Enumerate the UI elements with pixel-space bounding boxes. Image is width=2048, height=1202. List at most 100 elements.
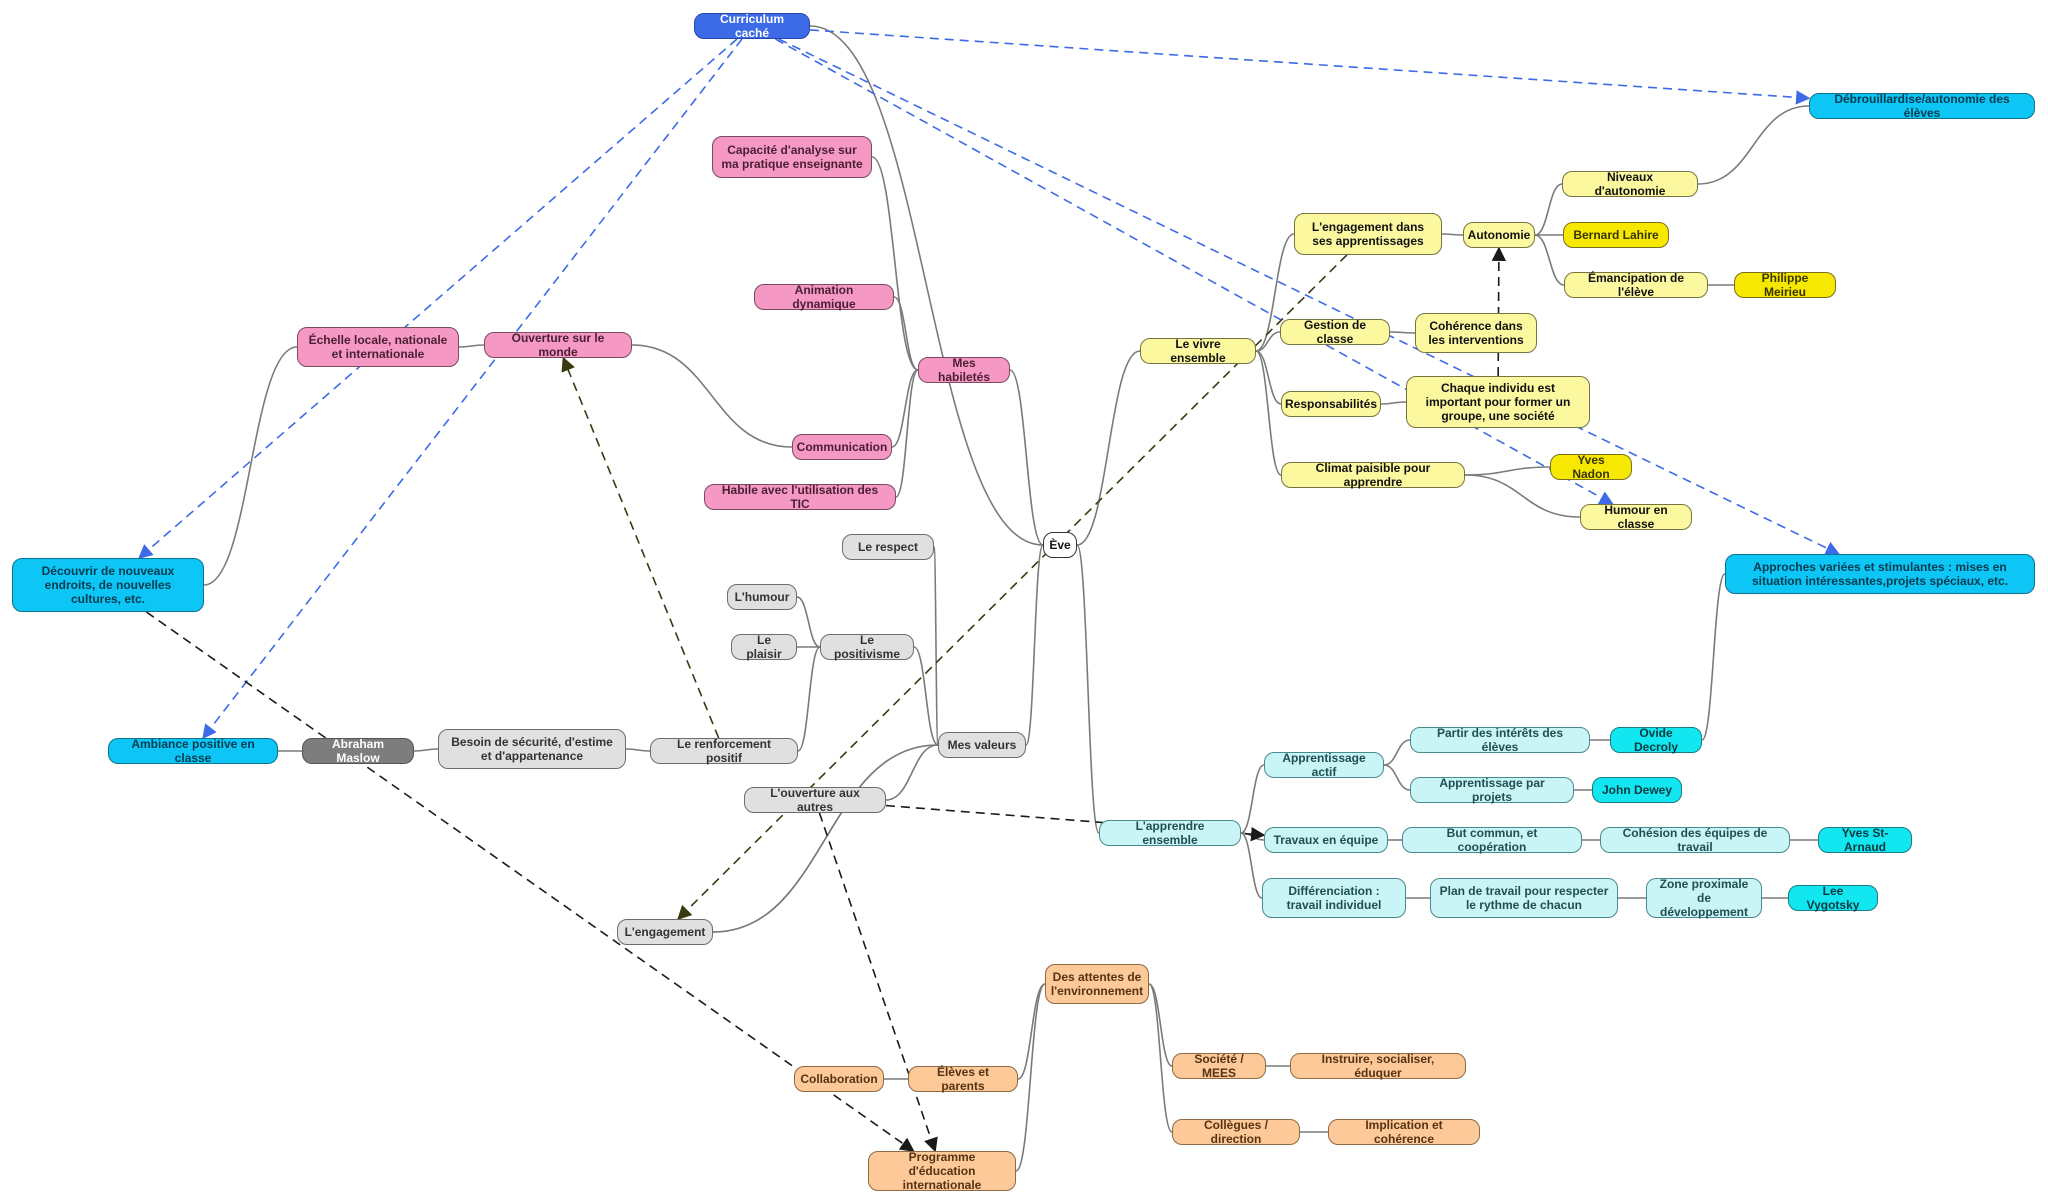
- node-collegues[interactable]: Collègues / direction: [1172, 1118, 1300, 1146]
- node-dewey[interactable]: John Dewey: [1592, 777, 1682, 803]
- link-tree-engagement-mes_valeurs: [712, 744, 939, 933]
- node-decroly[interactable]: Ovide Decroly: [1610, 726, 1702, 754]
- node-capacite[interactable]: Capacité d'analyse sur ma pratique ensei…: [712, 136, 872, 178]
- link-tree-climat-nadon: [1464, 466, 1551, 476]
- node-apprentissage-actif[interactable]: Apprentissage actif: [1264, 751, 1384, 779]
- node-travaux-equipe[interactable]: Travaux en équipe: [1264, 827, 1388, 853]
- link-blue-curriculum-decouvrir: [138, 38, 738, 559]
- link-tree-eve-mes_valeurs: [1025, 544, 1044, 746]
- node-lahire[interactable]: Bernard Lahire: [1563, 222, 1669, 248]
- node-zone-proximale[interactable]: Zone proximale de développement: [1646, 877, 1762, 919]
- node-nadon[interactable]: Yves Nadon: [1550, 453, 1632, 481]
- link-tree-vivre_ensemble-climat: [1255, 350, 1282, 476]
- link-tree-mes_valeurs-respect: [933, 546, 939, 746]
- node-besoin[interactable]: Besoin de sécurité, d'estime et d'appart…: [438, 729, 626, 769]
- link-tree-vivre_ensemble-responsabilites: [1255, 350, 1282, 405]
- link-tree-responsabilites-chaque_individu: [1380, 401, 1407, 405]
- node-echelle[interactable]: Échelle locale, nationale et internation…: [297, 327, 459, 367]
- node-debrouillardise[interactable]: Débrouillardise/autonomie des élèves: [1809, 92, 2035, 120]
- link-tree-eve-apprendre_ensemble: [1076, 544, 1100, 834]
- node-eleves-parents[interactable]: Élèves et parents: [908, 1065, 1018, 1093]
- node-communication[interactable]: Communication: [792, 434, 892, 460]
- link-tree-vivre_ensemble-engagement_app: [1255, 233, 1295, 352]
- node-collaboration[interactable]: Collaboration: [794, 1066, 884, 1092]
- link-tree-positivisme-renforcement: [797, 646, 821, 752]
- node-climat[interactable]: Climat paisible pour apprendre: [1281, 461, 1465, 489]
- node-ouverture-autres[interactable]: L'ouverture aux autres: [744, 786, 886, 814]
- node-niveaux-auto[interactable]: Niveaux d'autonomie: [1562, 170, 1698, 198]
- node-instruire[interactable]: Instruire, socialiser, éduquer: [1290, 1052, 1466, 1080]
- node-plaisir[interactable]: Le plaisir: [731, 633, 797, 661]
- link-tree-gestion_classe-coherence_interv: [1389, 331, 1416, 334]
- link-blue-curriculum-humour_classe: [775, 38, 1614, 505]
- node-autonomie[interactable]: Autonomie: [1463, 222, 1535, 248]
- link-blue-curriculum-debrouillardise: [809, 29, 1811, 105]
- node-vygotsky[interactable]: Lee Vygotsky: [1788, 884, 1878, 912]
- node-meirieu[interactable]: Philippe Meirieu: [1734, 271, 1836, 299]
- link-tree-besoin-maslow: [413, 748, 439, 752]
- node-animation[interactable]: Animation dynamique: [754, 283, 894, 311]
- node-gestion-classe[interactable]: Gestion de classe: [1280, 318, 1390, 346]
- link-tree-mes_habiletes-capacite: [871, 156, 919, 371]
- link-tree-eve-mes_habiletes: [1009, 369, 1044, 546]
- link-tree-positivisme-humour: [796, 596, 821, 648]
- node-ambiance[interactable]: Ambiance positive en classe: [108, 737, 278, 765]
- node-coherence-interv[interactable]: Cohérence dans les interventions: [1415, 313, 1537, 353]
- node-mes-habiletes[interactable]: Mes habiletés: [918, 356, 1010, 384]
- node-apprendre-ensemble[interactable]: L'apprendre ensemble: [1099, 819, 1241, 847]
- node-engagement-app[interactable]: L'engagement dans ses apprentissages: [1294, 213, 1442, 255]
- node-positivisme[interactable]: Le positivisme: [820, 633, 914, 661]
- node-respect[interactable]: Le respect: [842, 534, 934, 560]
- link-tree-mes_habiletes-habile_tic: [895, 369, 919, 498]
- node-vivre-ensemble[interactable]: Le vivre ensemble: [1140, 337, 1256, 365]
- link-tree-renforcement-besoin: [625, 748, 651, 752]
- node-starnaud[interactable]: Yves St-Arnaud: [1818, 826, 1912, 854]
- node-renforcement[interactable]: Le renforcement positif: [650, 737, 798, 765]
- link-tree-mes_habiletes-animation: [893, 296, 919, 371]
- node-emancipation[interactable]: Émancipation de l'élève: [1564, 271, 1708, 299]
- node-habile-tic[interactable]: Habile avec l'utilisation des TIC: [704, 483, 896, 511]
- link-tree-mes_valeurs-ouverture_autres: [885, 744, 939, 801]
- link-olive-renforcement-ouverture_monde: [561, 356, 720, 739]
- link-tree-decroly-approches: [1701, 573, 1726, 741]
- node-implication[interactable]: Implication et cohérence: [1328, 1118, 1480, 1146]
- node-mes-valeurs[interactable]: Mes valeurs: [938, 732, 1026, 758]
- link-black-decouvrir-programme: [145, 611, 915, 1152]
- link-black-chaque_individu-autonomie: [1491, 246, 1507, 377]
- node-decouvrir[interactable]: Découvrir de nouveaux endroits, de nouve…: [12, 558, 204, 612]
- link-tree-echelle-decouvrir: [203, 346, 298, 586]
- link-tree-ouverture_monde-echelle: [458, 344, 485, 348]
- node-differenciation[interactable]: Différenciation : travail individuel: [1262, 878, 1406, 918]
- node-partir-interets[interactable]: Partir des intérêts des élèves: [1410, 726, 1590, 754]
- node-curriculum[interactable]: Curriculum caché: [694, 12, 810, 40]
- node-programme[interactable]: Programme d'éducation internationale: [868, 1150, 1016, 1192]
- node-cohesion[interactable]: Cohésion des équipes de travail: [1600, 826, 1790, 854]
- node-ouverture-monde[interactable]: Ouverture sur le monde: [484, 331, 632, 359]
- node-plan-travail[interactable]: Plan de travail pour respecter le rythme…: [1430, 878, 1618, 918]
- node-maslow[interactable]: Abraham Maslow: [302, 737, 414, 765]
- node-engagement[interactable]: L'engagement: [617, 919, 713, 945]
- link-tree-apprentissage_actif-app_projets: [1383, 764, 1411, 791]
- link-blue-curriculum-approches: [778, 38, 1841, 555]
- link-tree-apprendre_ensemble-differenciation: [1240, 832, 1263, 899]
- node-attentes[interactable]: Des attentes de l'environnement: [1045, 964, 1149, 1004]
- link-blue-curriculum-ambiance: [202, 38, 743, 740]
- link-tree-niveaux_auto-debrouillardise: [1697, 105, 1810, 185]
- link-tree-engagement_app-autonomie: [1441, 233, 1464, 236]
- node-eve[interactable]: Ève: [1043, 532, 1077, 558]
- node-approches[interactable]: Approches variées et stimulantes : mises…: [1725, 554, 2035, 594]
- node-societe-mees[interactable]: Société / MEES: [1172, 1052, 1266, 1080]
- node-responsabilites[interactable]: Responsabilités: [1281, 391, 1381, 417]
- link-tree-attentes-programme: [1015, 983, 1046, 1172]
- link-tree-climat-humour_classe: [1464, 474, 1581, 518]
- node-humour[interactable]: L'humour: [727, 584, 797, 610]
- link-tree-eve-vivre_ensemble: [1076, 350, 1141, 546]
- node-app-projets[interactable]: Apprentissage par projets: [1410, 776, 1574, 804]
- link-tree-apprentissage_actif-partir_interets: [1383, 739, 1411, 766]
- link-tree-mes_valeurs-positivisme: [913, 646, 939, 746]
- node-chaque-individu[interactable]: Chaque individu est important pour forme…: [1406, 376, 1590, 428]
- node-humour-classe[interactable]: Humour en classe: [1580, 503, 1692, 531]
- node-but-commun[interactable]: But commun, et coopération: [1402, 826, 1582, 854]
